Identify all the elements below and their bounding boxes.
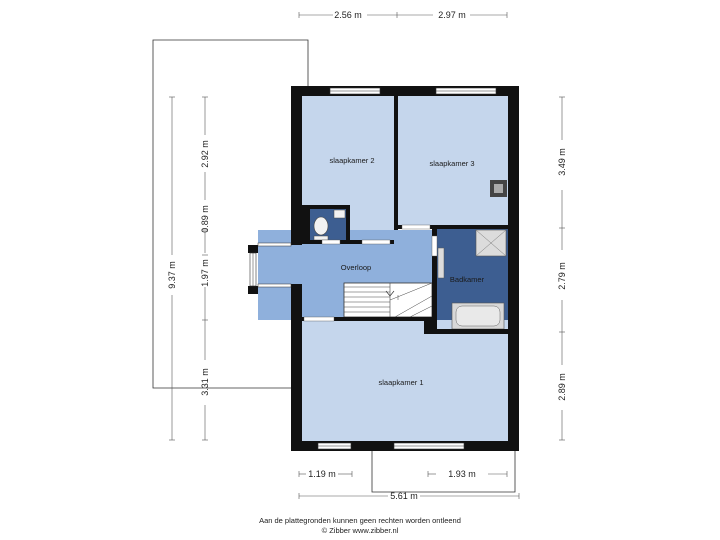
dim-left-d: 3.31 m — [200, 368, 210, 396]
badkamer-label: Badkamer — [450, 275, 485, 284]
dim-top-right: 2.97 m — [438, 10, 466, 20]
copyright-text: © Zibber www.zibber.nl — [321, 526, 399, 535]
slaapkamer-3-floor — [398, 96, 508, 225]
doors — [303, 224, 438, 322]
overloop-label: Overloop — [341, 263, 371, 272]
dim-right-c: 2.89 m — [557, 373, 567, 401]
slaapkamer-1-floor — [302, 320, 508, 441]
bottom-terrace-outline — [371, 450, 516, 493]
overloop-floor-left — [258, 245, 308, 285]
slaapkamer-3-label: slaapkamer 3 — [429, 159, 474, 168]
windows — [249, 87, 497, 450]
dim-bottom-right: 1.93 m — [448, 469, 476, 479]
dim-left-total: 9.37 m — [167, 261, 177, 289]
dim-right-b: 2.79 m — [557, 262, 567, 290]
stairs — [343, 282, 433, 318]
dim-right-a: 3.49 m — [557, 148, 567, 176]
chimney-inner — [494, 184, 503, 193]
dim-left-c: 1.97 m — [200, 259, 210, 287]
bathroom-fixtures — [437, 229, 507, 330]
dim-bottom-left: 1.19 m — [308, 469, 336, 479]
dim-left-a: 2.92 m — [200, 140, 210, 168]
dim-bottom-total: 5.61 m — [390, 491, 418, 501]
slaapkamer-1-label: slaapkamer 1 — [378, 378, 423, 387]
slaapkamer-2-label: slaapkamer 2 — [329, 156, 374, 165]
dim-top-left: 2.56 m — [334, 10, 362, 20]
dimension-lines — [169, 12, 565, 499]
toilet-fixtures — [313, 209, 346, 241]
left-terrace-outline — [152, 39, 309, 389]
disclaimer-text: Aan de plattegronden kunnen geen rechten… — [259, 516, 461, 525]
dim-left-b: 0.89 m — [200, 205, 210, 233]
